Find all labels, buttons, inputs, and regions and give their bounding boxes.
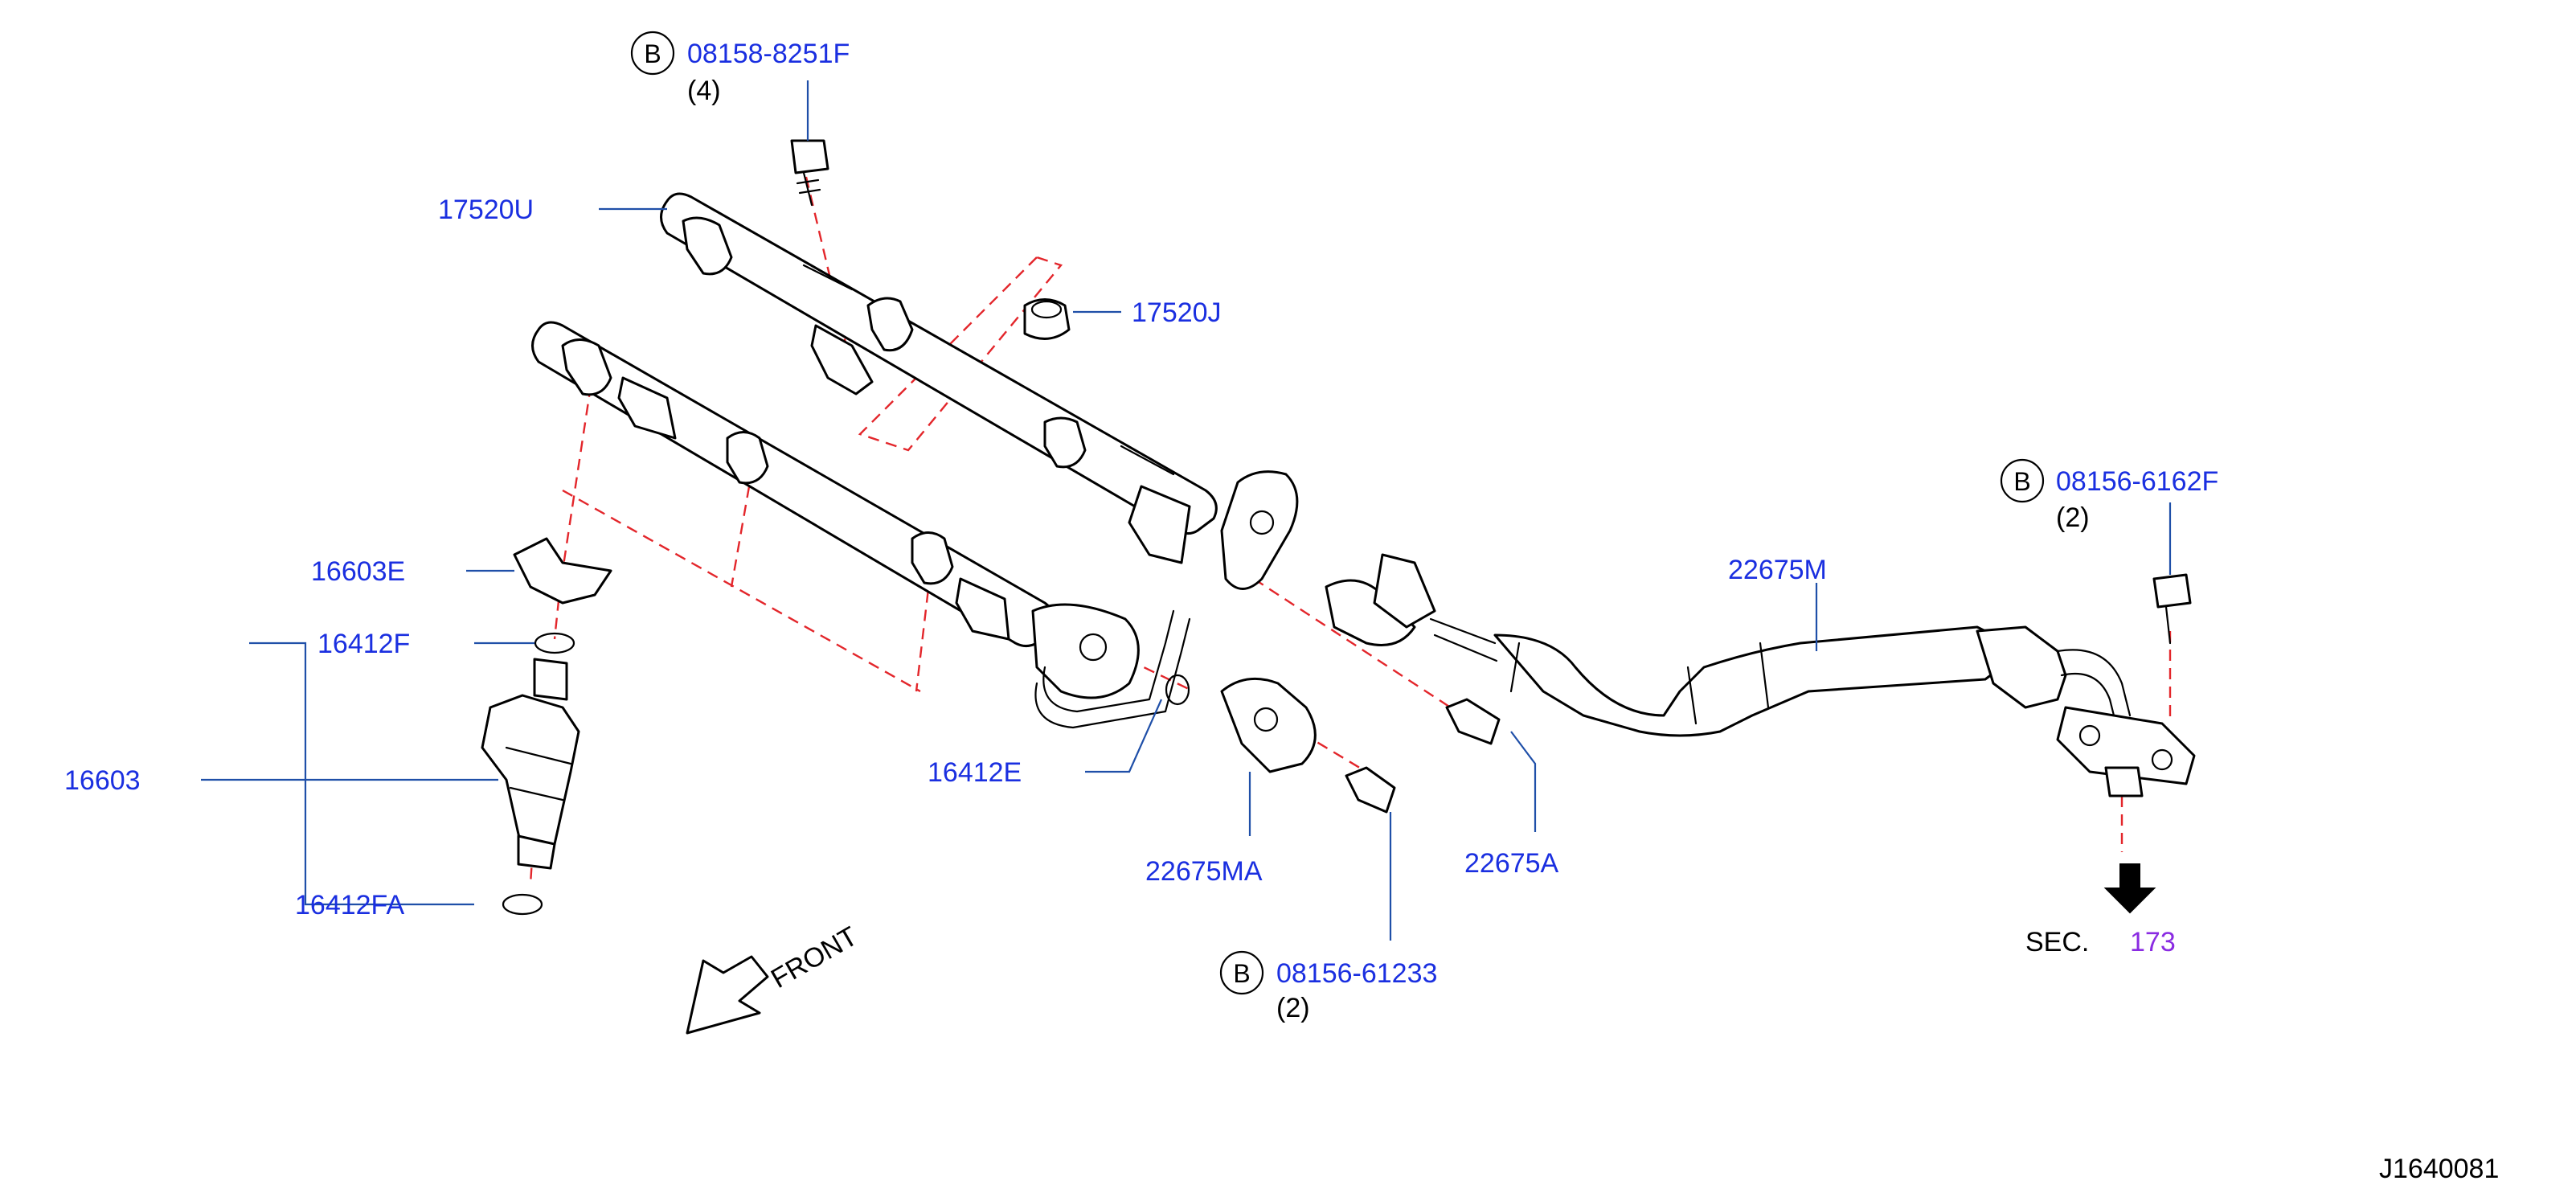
- badge-circle: [2000, 458, 2045, 503]
- upper-fuel-rail-drawing: [660, 192, 1299, 590]
- part-label-16412FA[interactable]: 16412FA: [295, 890, 404, 920]
- badge-letter: B: [1233, 959, 1250, 988]
- badge-letter: B: [2013, 467, 2030, 496]
- part-label-08156-6162F[interactable]: B 08156-6162F (2): [2000, 458, 2218, 533]
- part-label-22675M[interactable]: 22675M: [1728, 555, 1827, 585]
- part-number[interactable]: 08156-61233: [1276, 958, 1437, 989]
- leader-lines: [201, 80, 2172, 941]
- section-pointer-arrow: [2103, 863, 2156, 914]
- lower-fuel-rail-drawing: [531, 321, 1191, 729]
- quantity: (2): [2056, 502, 2090, 533]
- diagram-id: J1640081: [2379, 1154, 2499, 1184]
- section-prefix: SEC.: [2025, 927, 2089, 957]
- part-label-22675A[interactable]: 22675A: [1464, 848, 1559, 879]
- small-parts-drawing: [502, 139, 2192, 916]
- badge-circle: [630, 31, 675, 76]
- quantity: (2): [1276, 993, 1310, 1023]
- part-label-17520J[interactable]: 17520J: [1132, 297, 1222, 328]
- section-reference[interactable]: SEC. 173: [2025, 927, 2176, 957]
- part-label-08156-61233[interactable]: B 08156-61233 (2): [1219, 950, 1437, 1023]
- part-label-17520U[interactable]: 17520U: [438, 195, 534, 225]
- part-label-08158-8251F[interactable]: B 08158-8251F (4): [630, 31, 850, 106]
- part-label-16412F[interactable]: 16412F: [317, 629, 410, 659]
- fuel-injector-drawing: [481, 658, 580, 870]
- part-label-22675MA[interactable]: 22675MA: [1145, 856, 1263, 887]
- section-number-link[interactable]: 173: [2130, 927, 2176, 957]
- front-label: FRONT: [766, 920, 862, 994]
- part-label-16412E[interactable]: 16412E: [928, 757, 1022, 788]
- badge-circle: [1219, 950, 1264, 995]
- part-label-16603[interactable]: 16603: [64, 765, 141, 796]
- badge-letter: B: [644, 39, 661, 68]
- front-direction-arrow: [686, 955, 769, 1035]
- quantity: (4): [687, 76, 721, 106]
- part-number[interactable]: 08158-8251F: [687, 39, 850, 69]
- part-label-16603E[interactable]: 16603E: [311, 556, 405, 587]
- part-number[interactable]: 08156-6162F: [2056, 466, 2218, 497]
- fuel-hose-drawing: [1325, 553, 2196, 797]
